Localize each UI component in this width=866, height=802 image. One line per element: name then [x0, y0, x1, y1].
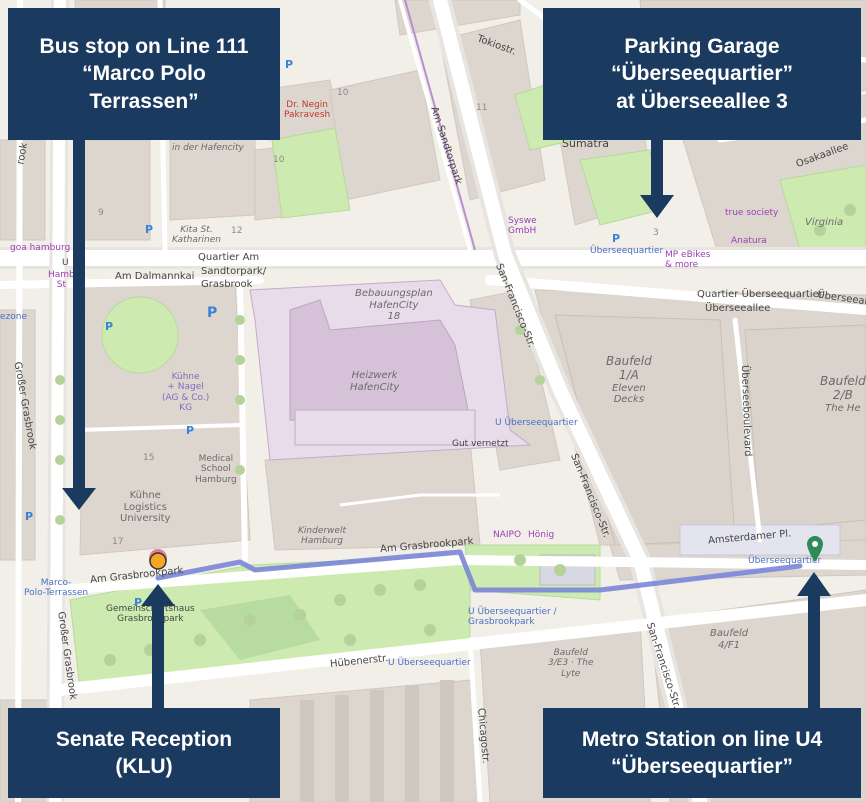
poi-label: U Überseequartier: [388, 658, 471, 668]
parking-icon: P: [134, 596, 143, 609]
poi-label: Hönig: [528, 530, 555, 540]
street-label: Grasbrook: [201, 279, 253, 290]
poi-label: Kühne+ Nagel(AG & Co.)KG: [162, 372, 210, 414]
origin-marker-icon[interactable]: [146, 548, 170, 572]
parking-icon: P: [105, 320, 114, 333]
house-number: 15: [143, 453, 155, 463]
area-label: in der Hafencity: [172, 143, 244, 153]
poi-label: Sumatra: [562, 137, 609, 150]
street-label: Überseequartier: [590, 246, 664, 256]
route-line: [155, 549, 803, 593]
parking-icon: P: [612, 232, 621, 245]
destination-pin-icon[interactable]: [805, 535, 825, 563]
street-label: Am Dalmannkai: [115, 271, 195, 282]
callout-parking-garage: Parking Garage “Überseequartier” at Über…: [543, 8, 861, 140]
house-number: 10: [337, 88, 349, 98]
street-label: Überseeallee: [705, 303, 771, 314]
poi-label: U Überseequartier: [495, 418, 578, 428]
poi-label: Gut vernetzt: [452, 439, 509, 449]
poi-label: goa hamburg: [10, 243, 71, 253]
house-number: 17: [112, 537, 124, 547]
parking-icon: P: [25, 510, 34, 523]
callout-metro-station: Metro Station on line U4 “Überseequartie…: [543, 708, 861, 798]
street-label: Quartier Am: [198, 252, 260, 263]
area-label: Virginia: [805, 217, 844, 228]
area-label: Kita St.Katharinen: [172, 225, 221, 246]
house-number: 12: [231, 226, 243, 236]
poi-label: NAIPO: [493, 530, 522, 540]
poi-label: U Überseequartier /Grasbrookpark: [468, 607, 557, 628]
street-label: Sandtorpark/: [201, 266, 267, 277]
poi-label: MP eBikes& more: [665, 250, 711, 271]
poi-label: Überseequartier: [748, 556, 822, 566]
house-number: 11: [476, 103, 488, 113]
callout-senate-reception: Senate Reception (KLU): [8, 708, 280, 798]
parking-icon: P: [207, 305, 218, 321]
poi-label: U: [62, 258, 69, 268]
street-label: Quartier Überseequartier: [697, 289, 823, 300]
house-number: 9: [98, 208, 104, 218]
callout-bus-stop: Bus stop on Line 111 “Marco Polo Terrass…: [8, 8, 280, 140]
poi-label: true society: [725, 208, 779, 218]
poi-label: Anatura: [731, 236, 767, 246]
poi-label: ezone: [0, 312, 28, 322]
house-number: 10: [273, 155, 285, 165]
poi-label: Marco-Polo-Terrassen: [24, 578, 89, 599]
parking-icon: P: [285, 58, 294, 71]
house-number: 3: [653, 228, 659, 238]
parking-icon: P: [145, 223, 154, 236]
parking-icon: P: [186, 424, 195, 437]
